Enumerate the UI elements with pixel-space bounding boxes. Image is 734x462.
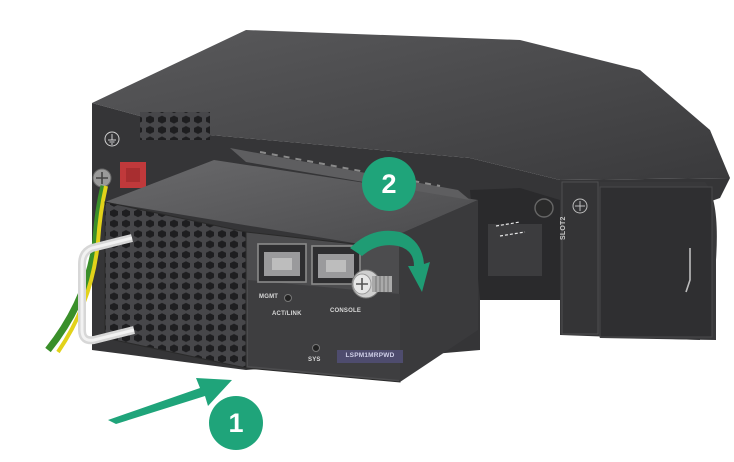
ground-symbol-icon [104,131,120,147]
slot-screw-hole [534,198,554,218]
module-top [105,160,478,246]
chassis-top [92,30,730,180]
console-label: CONSOLE [330,308,362,314]
slot-label: SLOT2 [560,216,567,240]
sys-label: SYS [308,357,321,363]
side-latch [685,248,691,293]
chassis-vent [140,112,210,140]
side-panel-door [599,186,713,338]
console-port [311,245,361,285]
step-2-badge: 2 [362,157,416,211]
step-1-badge: 1 [209,396,263,450]
rotate-arrow [350,230,430,292]
module-side [372,200,478,382]
captive-screw [351,269,392,299]
act-link-label: ACT/LINK [272,311,302,317]
sys-led [312,344,320,352]
insert-arrow [108,378,232,424]
mgmt-port [257,243,307,283]
slot-cover-screw-icon [572,198,588,214]
act-link-led [284,294,292,302]
mgmt-label: MGMT [259,294,279,300]
model-label: LSPM1MRPWD [337,350,403,363]
